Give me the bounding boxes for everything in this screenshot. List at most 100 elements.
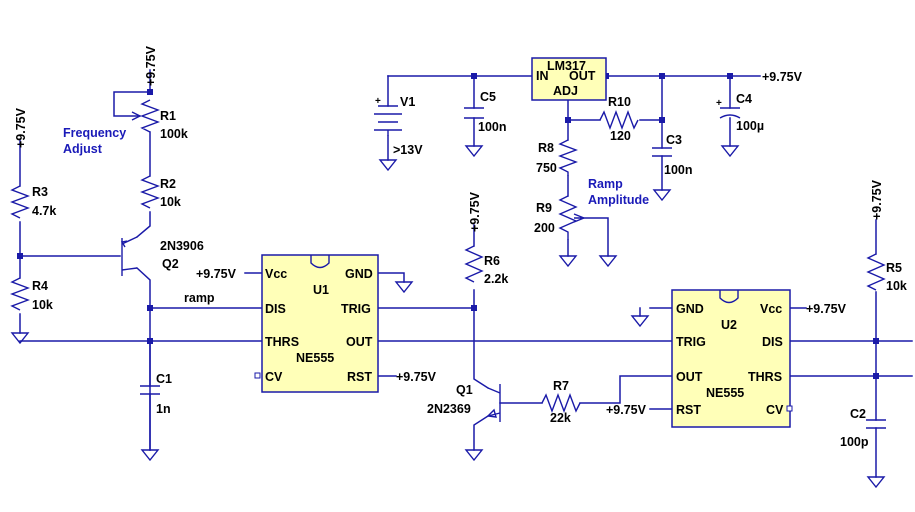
r5-value: 10k bbox=[886, 279, 907, 293]
frequency-note-line2: Adjust bbox=[63, 142, 103, 156]
resistor-r5 bbox=[866, 253, 886, 291]
r2-value: 10k bbox=[160, 195, 181, 209]
r10-ref: R10 bbox=[608, 95, 631, 109]
c3-value: 100n bbox=[664, 163, 693, 177]
c2-value: 100p bbox=[840, 435, 869, 449]
r4-value: 10k bbox=[32, 298, 53, 312]
resistor-r3 bbox=[10, 185, 30, 219]
r7-ref: R7 bbox=[553, 379, 569, 393]
u1-ref: U1 bbox=[313, 283, 329, 297]
resistor-r2 bbox=[140, 175, 160, 209]
u2-pin-cv: CV bbox=[766, 403, 784, 417]
u1-pin-rst: RST bbox=[347, 370, 372, 384]
resistor-r1 bbox=[140, 99, 160, 133]
capacitors: + bbox=[140, 98, 886, 451]
resistor-r8 bbox=[558, 139, 578, 176]
r4-ref: R4 bbox=[32, 279, 48, 293]
u2-pin-vcc: Vcc bbox=[760, 302, 782, 316]
u2-pin-out: OUT bbox=[676, 370, 703, 384]
ground-icon bbox=[378, 159, 398, 172]
ground-icon bbox=[630, 315, 650, 328]
c1-value: 1n bbox=[156, 402, 171, 416]
lm317-pin-out: OUT bbox=[569, 69, 596, 83]
c1-ref: C1 bbox=[156, 372, 172, 386]
ground-icon bbox=[394, 281, 414, 294]
ground-icon bbox=[140, 449, 160, 462]
notes: Frequency Adjust Ramp Amplitude ramp bbox=[63, 126, 649, 305]
ground-symbols bbox=[10, 145, 886, 489]
ground-icon bbox=[10, 332, 30, 345]
r1-ref: R1 bbox=[160, 109, 176, 123]
r3-value: 4.7k bbox=[32, 204, 56, 218]
q1-ref: Q1 bbox=[456, 383, 473, 397]
u2-pin-rst: RST bbox=[676, 403, 701, 417]
supply-label-r5: +9.75V bbox=[870, 179, 884, 220]
u1-pin-gnd: GND bbox=[345, 267, 373, 281]
r2-ref: R2 bbox=[160, 177, 176, 191]
r6-value: 2.2k bbox=[484, 272, 508, 286]
lm317-pin-adj: ADJ bbox=[553, 84, 578, 98]
npn-arrow-icon bbox=[486, 408, 497, 418]
u1-pin-vcc: Vcc bbox=[265, 267, 287, 281]
lm317-name: LM317 bbox=[547, 59, 586, 73]
r9-ref: R9 bbox=[536, 201, 552, 215]
ramp-note-line2: Amplitude bbox=[588, 193, 649, 207]
u1-part: NE555 bbox=[296, 351, 334, 365]
u2-pin-dis: DIS bbox=[762, 335, 783, 349]
u2-ref: U2 bbox=[721, 318, 737, 332]
wiper-arrow-icon bbox=[131, 111, 141, 121]
ne555-u1 bbox=[254, 254, 379, 393]
resistor-r7 bbox=[541, 393, 581, 413]
supply-label-reg-out: +9.75V bbox=[762, 70, 803, 84]
r9-value: 200 bbox=[534, 221, 555, 235]
ground-icon bbox=[464, 145, 484, 158]
c4-value: 100µ bbox=[736, 119, 764, 133]
u1-pin-cv: CV bbox=[265, 370, 283, 384]
u2-pin-trig: TRIG bbox=[676, 335, 706, 349]
lm317 bbox=[531, 57, 607, 101]
wiper-arrow-icon bbox=[573, 213, 585, 223]
supply-label-u2-rst: +9.75V bbox=[606, 403, 647, 417]
ne555-u2 bbox=[671, 289, 793, 428]
capacitor-c5 bbox=[464, 107, 484, 119]
supply-labels: +9.75V +9.75V +9.75V +9.75V +9.75V +9.75… bbox=[14, 45, 884, 417]
u2-part: NE555 bbox=[706, 386, 744, 400]
c5-ref: C5 bbox=[480, 90, 496, 104]
r10-value: 120 bbox=[610, 129, 631, 143]
supply-label-r1: +9.75V bbox=[144, 45, 158, 86]
supply-label-u1-rst: +9.75V bbox=[396, 370, 437, 384]
ramp-note-line1: Ramp bbox=[588, 177, 623, 191]
resistor-r6 bbox=[464, 245, 484, 283]
resistor-r9 bbox=[558, 195, 578, 240]
r5-ref: R5 bbox=[886, 261, 902, 275]
v1-ref: V1 bbox=[400, 95, 415, 109]
supply-label-v1: >13V bbox=[393, 143, 423, 157]
capacitor-c3 bbox=[652, 147, 672, 157]
supply-label-u2-vcc: +9.75V bbox=[806, 302, 847, 316]
u2-pin-thrs: THRS bbox=[748, 370, 782, 384]
ground-icon bbox=[866, 476, 886, 489]
u1-pin-dis: DIS bbox=[265, 302, 286, 316]
c3-ref: C3 bbox=[666, 133, 682, 147]
ground-icon bbox=[464, 449, 484, 462]
frequency-note-line1: Frequency bbox=[63, 126, 126, 140]
supply-label-r3: +9.75V bbox=[14, 107, 28, 148]
q2-part: 2N3906 bbox=[160, 239, 204, 253]
u1-pin-thrs: THRS bbox=[265, 335, 299, 349]
resistor-r4 bbox=[10, 277, 30, 311]
r8-ref: R8 bbox=[538, 141, 554, 155]
u1-text: Vcc GND U1 DIS TRIG THRS OUT NE555 CV RS… bbox=[265, 267, 373, 384]
pnp-arrow-icon bbox=[120, 240, 128, 248]
lm317-pin-in: IN bbox=[536, 69, 549, 83]
u2-pin-gnd: GND bbox=[676, 302, 704, 316]
q2-ref: Q2 bbox=[162, 257, 179, 271]
supply-label-u1-vcc: +9.75V bbox=[196, 267, 237, 281]
lm317-text: LM317 IN OUT ADJ bbox=[536, 59, 596, 98]
transistor-q2 bbox=[120, 236, 138, 276]
c4-ref: C4 bbox=[736, 92, 752, 106]
wires bbox=[19, 69, 913, 478]
r7-value: 22k bbox=[550, 411, 571, 425]
capacitor-c4 bbox=[719, 107, 741, 119]
ground-icon bbox=[558, 255, 578, 268]
